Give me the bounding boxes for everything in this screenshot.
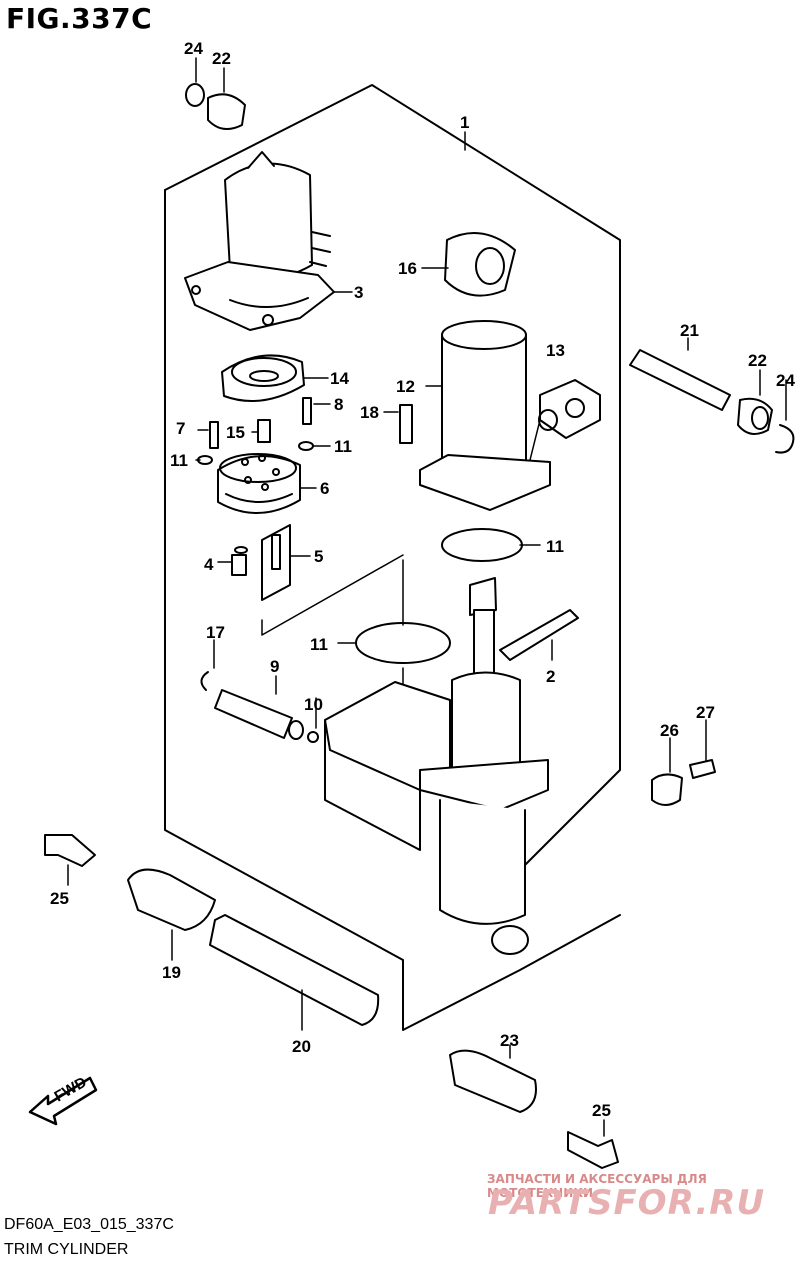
callout-11-b: 11 xyxy=(334,437,352,456)
callout-25-left: 25 xyxy=(50,889,69,908)
assembly-outline-left xyxy=(164,189,404,961)
callout-2: 2 xyxy=(546,667,555,686)
bolt-7 xyxy=(209,421,219,449)
drawing-code: DF60A_E03_015_337C xyxy=(4,1216,174,1233)
callout-1: 1 xyxy=(460,113,469,132)
bolt-18 xyxy=(399,404,413,444)
callout-13: 13 xyxy=(546,341,565,360)
callout-3: 3 xyxy=(354,283,363,302)
figure-number: FIG.337C xyxy=(6,2,153,35)
callout-6: 6 xyxy=(320,479,329,498)
oring-11-b xyxy=(298,441,314,451)
callout-11-a: 11 xyxy=(170,451,188,470)
trim-rod xyxy=(451,577,521,771)
callout-24-right: 24 xyxy=(776,371,795,390)
callout-16: 16 xyxy=(398,259,417,278)
cylinder-body xyxy=(324,681,549,955)
circlip-24-right xyxy=(775,424,795,454)
callout-15: 15 xyxy=(226,423,245,442)
oring-11-d xyxy=(355,622,451,664)
callout-5: 5 xyxy=(314,547,323,566)
figure-caption: TRIM CYLINDER xyxy=(4,1241,129,1258)
bushing-22-top xyxy=(207,93,246,130)
callout-21: 21 xyxy=(680,321,699,340)
bolt-25-right xyxy=(567,1131,619,1169)
manual-valve-9 xyxy=(214,689,293,739)
bushing-16 xyxy=(444,232,516,297)
bolt-27 xyxy=(689,759,716,779)
bushing-26 xyxy=(651,773,683,806)
callout-12: 12 xyxy=(396,377,415,396)
pin-20 xyxy=(209,914,380,1026)
callout-18: 18 xyxy=(360,403,379,422)
callout-11-d: 11 xyxy=(310,635,328,654)
circlip-24-top xyxy=(185,83,205,107)
callout-4: 4 xyxy=(204,555,214,574)
callout-26: 26 xyxy=(660,721,679,740)
bushing-23 xyxy=(449,1049,537,1113)
callout-17: 17 xyxy=(206,623,225,642)
reservoir-cylinder xyxy=(419,320,551,511)
pin-21 xyxy=(629,349,731,411)
fwd-arrow-icon: FWD xyxy=(28,1074,98,1126)
callout-23: 23 xyxy=(500,1031,519,1050)
bushing-19 xyxy=(127,868,216,931)
callout-27: 27 xyxy=(696,703,715,722)
watermark-brand: PARTSFOR.RU xyxy=(488,1183,766,1223)
callout-14: 14 xyxy=(330,369,349,388)
callout-24-top: 24 xyxy=(184,39,203,58)
valve-bracket-5 xyxy=(261,524,291,601)
callout-11-c: 11 xyxy=(546,537,564,556)
bolt-8 xyxy=(302,397,312,425)
assembly-outline-bottom xyxy=(402,914,621,1031)
reservoir-plate xyxy=(221,354,305,402)
valve-15 xyxy=(257,419,271,443)
callout-19: 19 xyxy=(162,963,181,982)
callout-22-top: 22 xyxy=(212,49,231,68)
oring-11-c xyxy=(441,528,523,562)
oring-10 xyxy=(307,731,319,743)
check-valve-4 xyxy=(231,554,247,576)
trim-motor xyxy=(184,151,335,331)
bolt-25-left xyxy=(44,834,96,867)
callout-22-right: 22 xyxy=(748,351,767,370)
callout-10: 10 xyxy=(304,695,323,714)
callout-25-right: 25 xyxy=(592,1101,611,1120)
valve-manifold xyxy=(217,453,301,514)
watermark-tagline: ЗАПЧАСТИ И АКСЕССУАРЫ ДЛЯ МОТОТЕХНИКИ xyxy=(487,1172,707,1200)
callout-9: 9 xyxy=(270,657,279,676)
callout-8: 8 xyxy=(334,395,343,414)
anode-bracket-2 xyxy=(499,609,579,661)
bushing-22-right xyxy=(737,397,773,435)
callout-7: 7 xyxy=(176,419,185,438)
assembly-outline xyxy=(164,84,621,871)
callout-20: 20 xyxy=(292,1037,311,1056)
